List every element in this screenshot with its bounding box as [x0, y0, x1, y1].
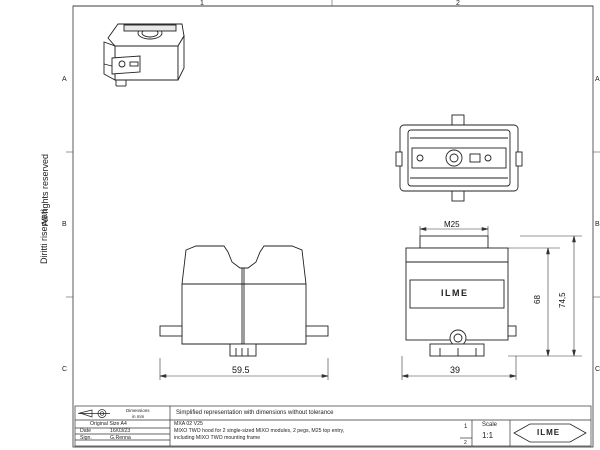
sheet-total: 2	[464, 440, 467, 446]
original-size: Original Size A4	[90, 421, 127, 427]
row-label-c-right: C	[595, 366, 600, 373]
scale-value: 1:1	[482, 431, 494, 440]
rights-note-english: All rights reserved	[40, 153, 50, 226]
sign-value: G.Renna	[110, 435, 131, 441]
row-label-c-left: C	[62, 366, 68, 373]
column-label-1: 1	[200, 0, 204, 7]
date-value: 16/03/23	[110, 428, 131, 434]
side-view-logo-text: ILME	[441, 288, 469, 298]
logo-mark	[513, 423, 587, 443]
representation-note: Simplified representation with dimension…	[176, 410, 334, 416]
projection-symbol	[78, 409, 110, 418]
projection-label: Dimensions	[126, 408, 150, 413]
description-line-2: including MIXO TWO mounting frame	[174, 435, 261, 441]
dimension-front-width: 59.5	[232, 365, 250, 375]
isometric-view	[103, 23, 185, 87]
dimension-height-74-5: 74,5	[558, 292, 567, 308]
side-view	[405, 235, 517, 357]
title-block-grid	[74, 405, 592, 447]
dimension-thread: M25	[444, 220, 460, 229]
dimension-lines	[159, 226, 582, 380]
date-label: Date	[80, 428, 91, 434]
scale-label: Scale	[482, 422, 498, 428]
projection-unit: in mm	[132, 414, 145, 419]
row-label-b-right: B	[595, 221, 600, 228]
description-line-1: MIXO TWO hood for 2 single-sized MIXO mo…	[174, 428, 345, 434]
part-code: MXA 02 V25	[174, 421, 203, 427]
row-label-a-left: A	[62, 76, 67, 83]
column-label-2: 2	[456, 0, 460, 7]
sheet-frame	[72, 5, 594, 448]
front-view	[159, 245, 329, 357]
grid-ticks	[66, 0, 600, 298]
sign-label: Sign.	[80, 435, 92, 441]
top-view	[395, 114, 523, 202]
sheet-number: 1	[464, 424, 468, 430]
dimension-side-width: 39	[450, 365, 461, 375]
dimension-height-68: 68	[533, 295, 542, 304]
row-label-b-left: B	[62, 221, 67, 228]
row-label-a-right: A	[595, 76, 600, 83]
ilme-logo-text: ILME	[537, 428, 561, 437]
